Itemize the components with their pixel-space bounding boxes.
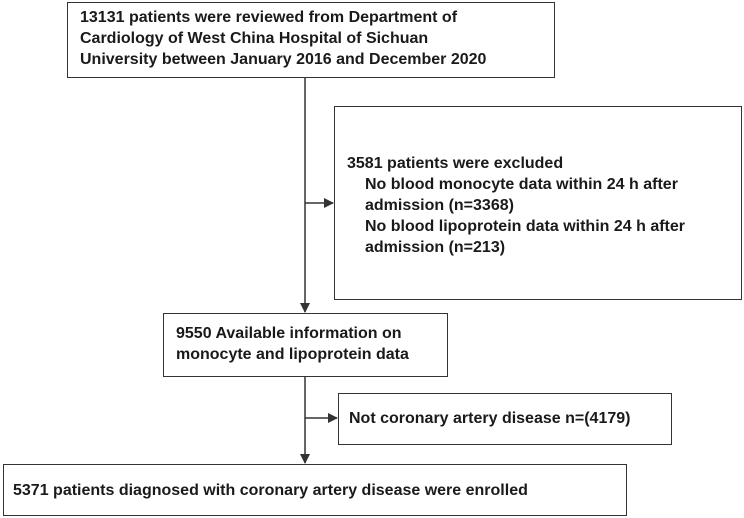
excluded-reason-line: No blood lipoprotein data within 24 h af… <box>365 218 685 235</box>
reviewed-text-line: 13131 patients were reviewed from Depart… <box>80 9 458 26</box>
excluded-patients-box: 3581 patients were excluded No blood mon… <box>334 106 742 300</box>
not-cad-text: Not coronary artery disease n=(4179) <box>349 410 631 427</box>
enrolled-patients-box: 5371 patients diagnosed with coronary ar… <box>3 464 627 516</box>
enrolled-text: 5371 patients diagnosed with coronary ar… <box>13 482 528 499</box>
available-data-box: 9550 Available information on monocyte a… <box>163 313 448 377</box>
reviewed-text-line: Cardiology of West China Hospital of Sic… <box>80 30 429 47</box>
reviewed-text-line: University between January 2016 and Dece… <box>80 51 487 68</box>
available-text-line: 9550 Available information on <box>176 325 402 342</box>
excluded-reason-line: admission (n=3368) <box>365 197 514 214</box>
reviewed-patients-box: 13131 patients were reviewed from Depart… <box>67 2 555 78</box>
available-text-line: monocyte and lipoprotein data <box>176 346 409 363</box>
excluded-heading: 3581 patients were excluded <box>347 155 564 172</box>
excluded-reason-line: No blood monocyte data within 24 h after <box>365 176 678 193</box>
excluded-reason-line: admission (n=213) <box>365 239 506 256</box>
not-cad-box: Not coronary artery disease n=(4179) <box>338 393 672 445</box>
